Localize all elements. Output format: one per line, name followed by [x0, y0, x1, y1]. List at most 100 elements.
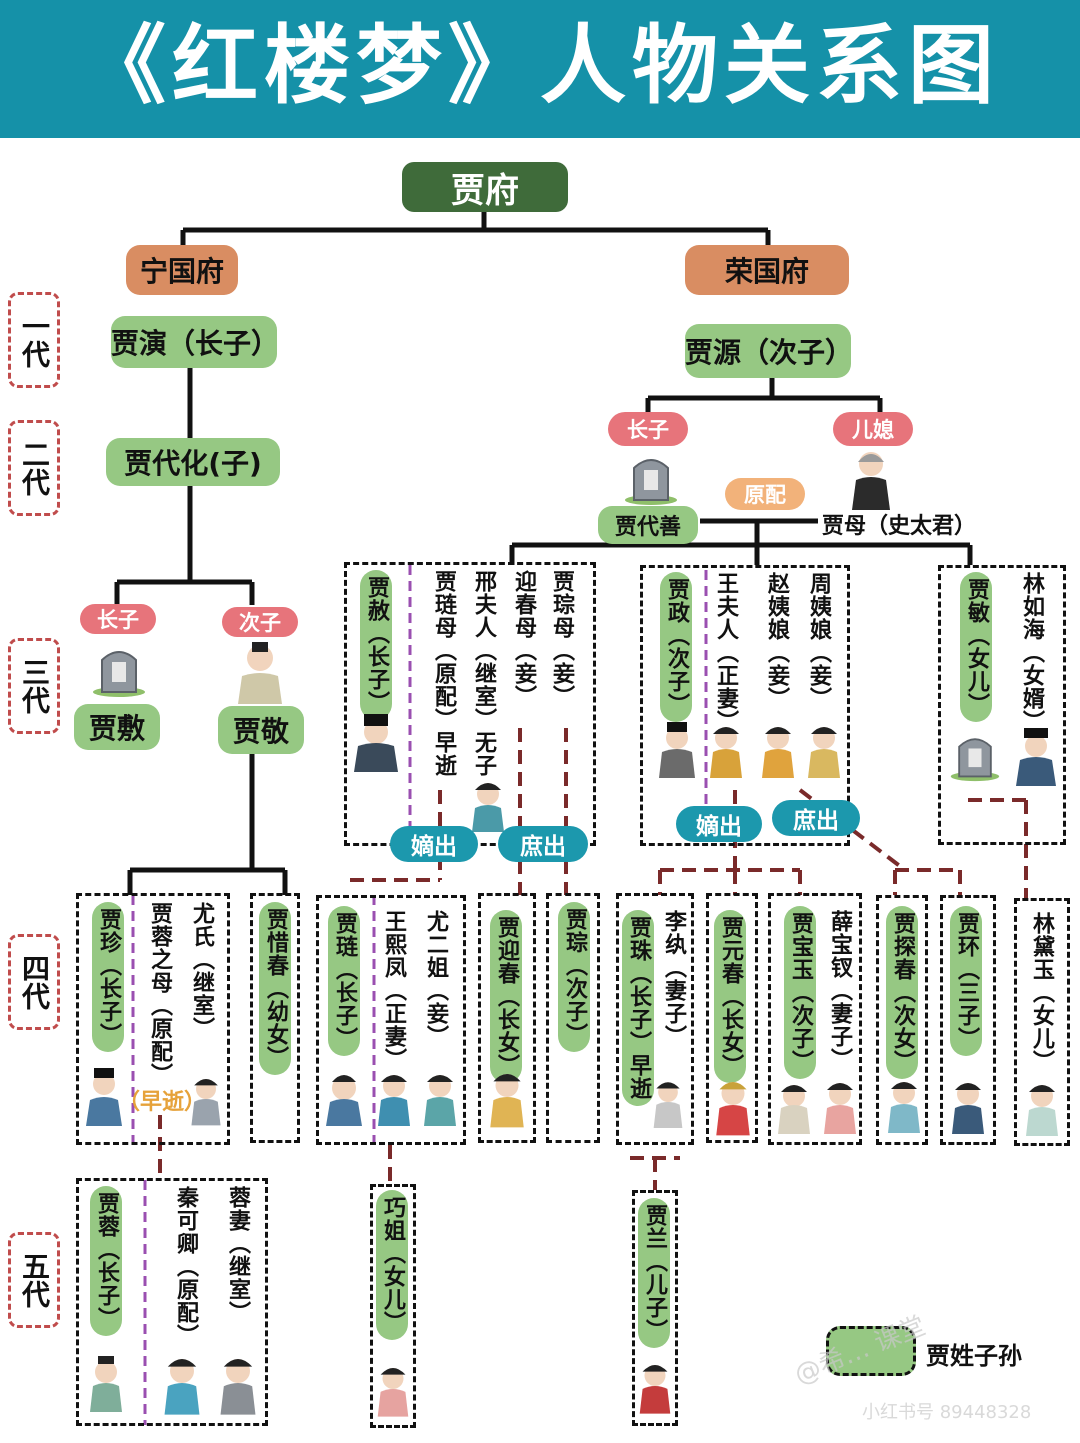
jia-zhen: 贾珍（长子）	[92, 902, 124, 1052]
legend-swatch	[826, 1326, 916, 1376]
jia-yingchun: 贾迎春（长女）	[490, 910, 522, 1083]
tag-daughter-in-law: 儿媳	[833, 412, 913, 446]
early-death-label: （早逝）	[118, 1090, 207, 1115]
gen-label-4: 四代	[8, 934, 60, 1030]
girl-portrait-icon	[377, 1368, 409, 1417]
jia-baoyu: 贾宝玉（次子）	[784, 906, 816, 1079]
concubine-zhou: 周姨娘（妾）	[806, 572, 831, 710]
tag-legitimate: 嫡出	[390, 826, 478, 862]
watermark-text: 小红书号 89448328	[862, 1402, 1032, 1423]
woman-portrait-icon	[808, 727, 840, 778]
house-ningguo: 宁国府	[126, 245, 238, 295]
gen-label-5: 五代	[8, 1232, 60, 1328]
lady-wang: 王夫人（正妻）	[713, 572, 738, 733]
yingchun-mother: 迎春母（妾）	[511, 570, 536, 708]
jia-lan: 贾兰（儿子）	[638, 1198, 670, 1348]
title-banner: 《红楼梦》人物关系图	[0, 0, 1080, 138]
qiaojie-box	[370, 1184, 416, 1428]
elder-woman-portrait-icon	[852, 452, 890, 510]
page-title: 《红楼梦》人物关系图	[80, 16, 1000, 116]
official-portrait-icon	[354, 714, 398, 772]
tombstone-icon	[625, 459, 677, 505]
jia-mu: 贾母（史太君）	[822, 514, 977, 539]
jia-zheng: 贾政（次子）	[660, 572, 692, 722]
lady-xing: 邢夫人（继室）无子	[471, 570, 496, 777]
boy-portrait-icon	[952, 1083, 984, 1134]
official-portrait-icon	[1016, 728, 1056, 786]
woman-portrait-icon	[762, 727, 794, 778]
daiyu-box	[1014, 898, 1070, 1146]
qiaojie: 巧姐（女儿）	[376, 1190, 408, 1340]
jia-huan: 贾环（三子）	[950, 906, 982, 1056]
jia-rong: 贾蓉（长子）	[90, 1186, 122, 1336]
jia-daishan: 贾代善	[598, 506, 698, 544]
gen-label-3: 三代	[8, 638, 60, 734]
tag-gen3-second: 次子	[222, 607, 298, 637]
tombstone-icon	[950, 738, 1000, 782]
lady-you: 尤氏（继室）	[189, 902, 214, 1040]
tanchun-box	[876, 895, 928, 1145]
jia-she: 贾赦（长子）	[360, 570, 392, 720]
jia-zhu: 贾珠（长子）早逝	[622, 910, 654, 1106]
lian-family-box	[316, 895, 466, 1145]
boy-portrait-icon	[90, 1356, 122, 1412]
woman-portrait-icon	[653, 1082, 683, 1128]
root-jia-mansion: 贾府	[402, 162, 568, 212]
woman-portrait-icon	[191, 1079, 221, 1126]
yingchun-box	[478, 893, 536, 1143]
yuanchun-box	[706, 893, 758, 1143]
wang-xifeng: 王熙凤（正妻）	[381, 910, 406, 1071]
woman-portrait-icon	[710, 727, 742, 778]
jia-yan: 贾演（长子）	[111, 316, 279, 368]
zhen-family-box	[76, 893, 230, 1145]
man-portrait-icon	[238, 642, 282, 704]
jia-min: 贾敏（女儿）	[960, 572, 992, 722]
tag-eldest-son: 长子	[608, 412, 688, 446]
man-portrait-icon	[659, 722, 695, 778]
girl-portrait-icon	[716, 1082, 750, 1136]
gen-label-1: 一代	[8, 292, 60, 388]
woman-portrait-icon	[472, 783, 504, 832]
tag-gen3-eldest: 长子	[80, 604, 156, 634]
zhu-family-box	[616, 893, 694, 1145]
jia-xichun: 贾惜春（幼女）	[259, 902, 291, 1075]
woman-portrait-icon	[824, 1083, 856, 1134]
girl-portrait-icon	[888, 1082, 920, 1133]
jia-yuanchun: 贾元春（长女）	[714, 910, 746, 1083]
you-erjie: 尤二姐（妾）	[423, 910, 448, 1048]
baoyu-family-box	[768, 893, 862, 1145]
huan-box	[940, 895, 996, 1145]
boy-portrait-icon	[326, 1075, 362, 1126]
woman-portrait-icon	[378, 1075, 410, 1126]
rong-second-wife: 蓉妻（继室）	[225, 1186, 250, 1324]
gen-label-2: 二代	[8, 420, 60, 516]
man-portrait-icon	[86, 1068, 122, 1126]
jia-daihua: 贾代化(子)	[106, 438, 280, 486]
girl-portrait-icon	[490, 1074, 524, 1128]
tag-legitimate: 嫡出	[676, 806, 762, 842]
woman-portrait-icon	[164, 1359, 200, 1415]
woman-portrait-icon	[424, 1075, 456, 1126]
woman-portrait-icon	[220, 1359, 256, 1415]
jia-lian-mother: 贾琏母（原配）早逝	[431, 570, 456, 777]
tag-first-wife: 原配	[725, 478, 805, 510]
li-wan: 李纨（妻子）	[661, 910, 686, 1048]
jia-lian: 贾琏（长子）	[328, 906, 360, 1056]
jia-yuan: 贾源（次子）	[685, 324, 853, 378]
lan-box	[632, 1190, 678, 1426]
lin-daiyu: 林黛玉（女儿）	[1029, 912, 1054, 1073]
jia-zong-mother: 贾琮母（妾）	[549, 570, 574, 708]
tag-concubine-born: 庶出	[498, 826, 588, 862]
jia-zong: 贾琮（次子）	[558, 902, 590, 1052]
tombstone-icon	[93, 651, 145, 697]
qin-keqing: 秦可卿（原配）	[173, 1186, 198, 1347]
xue-baochai: 薛宝钗（妻子）	[827, 910, 852, 1071]
min-family-box	[938, 565, 1066, 845]
xichun-box	[250, 893, 300, 1143]
boy-portrait-icon	[639, 1365, 671, 1414]
jia-fu: 贾敷	[74, 704, 160, 750]
jia-jing: 贾敬	[218, 706, 304, 754]
legend-label: 贾姓子孙	[926, 1342, 1022, 1370]
boy-portrait-icon	[778, 1085, 810, 1134]
